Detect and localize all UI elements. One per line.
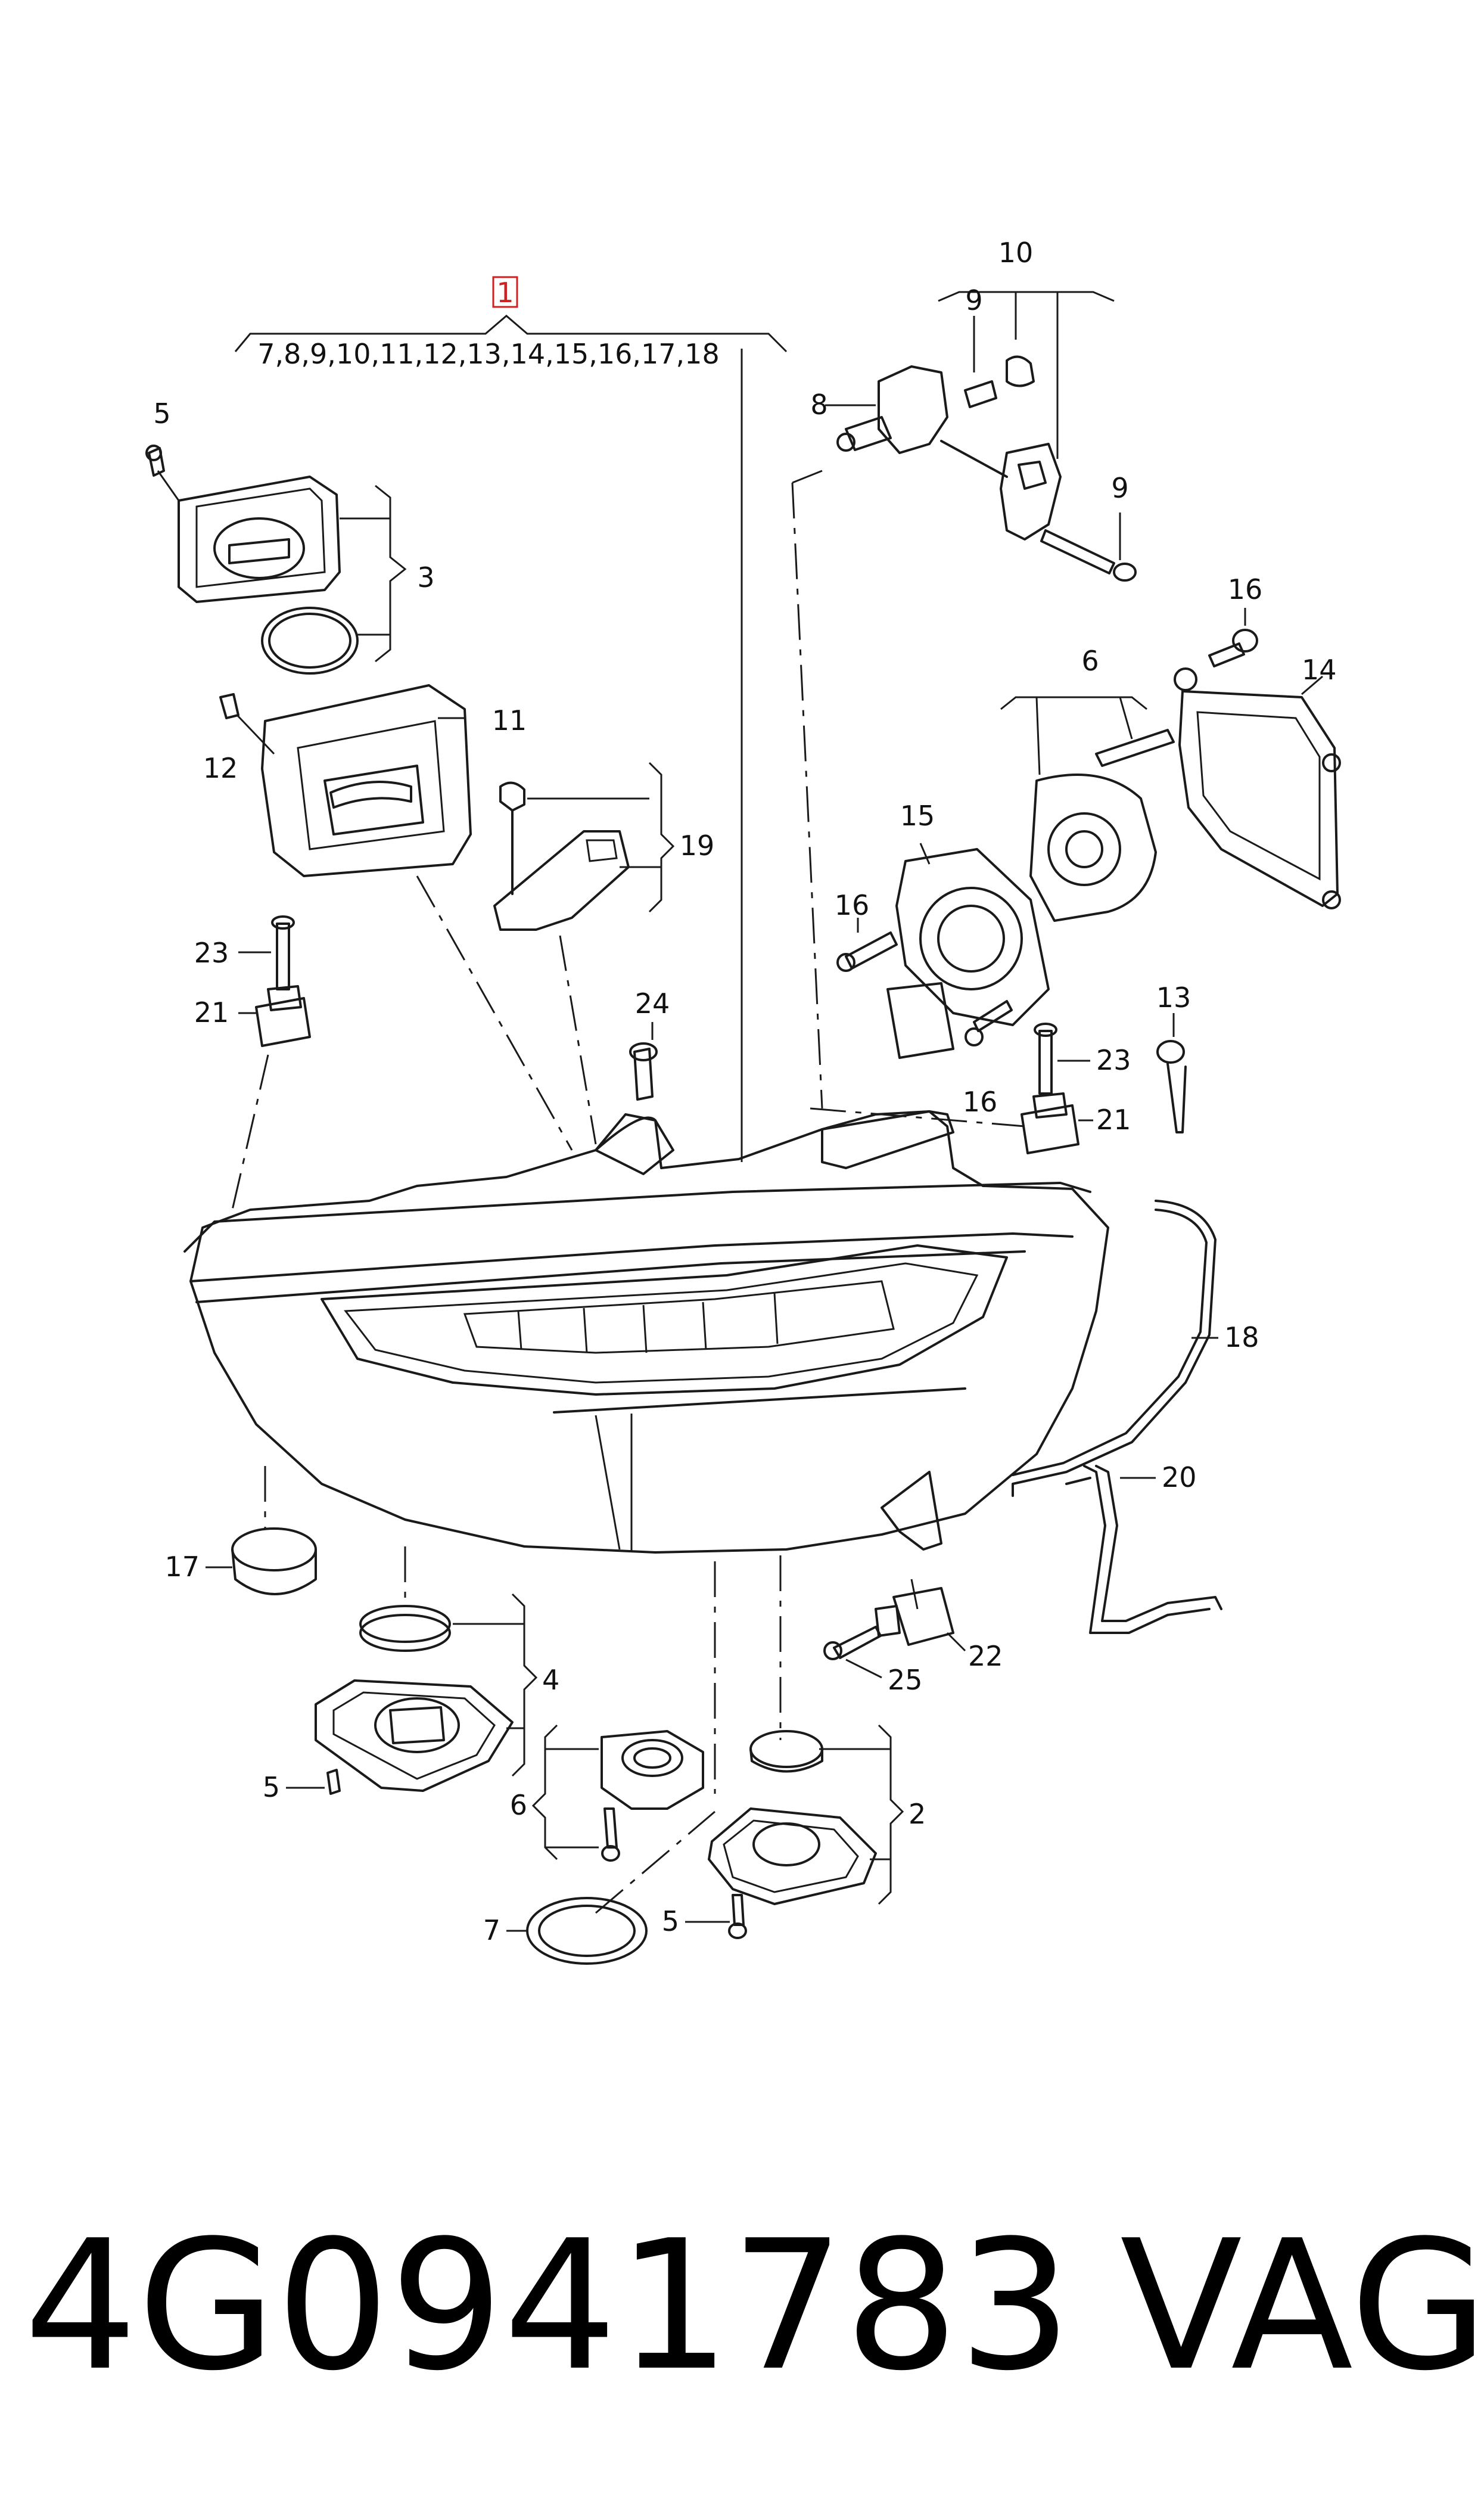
callout-3[interactable]: 3 [417,561,434,594]
callout-10[interactable]: 10 [998,237,1034,269]
callout-5[interactable]: 5 [263,1771,280,1803]
callout-6[interactable]: 6 [510,1789,527,1821]
assembly-included-parts: 7,8,9,10,11,12,13,14,15,16,17,18 [257,338,719,370]
callout-23[interactable]: 23 [194,937,229,969]
callout-16[interactable]: 16 [1228,573,1263,605]
callout-12[interactable]: 12 [203,752,238,784]
adjuster-clip-left [238,915,311,1047]
exploded-headlight-diagram: 1 7,8,9,10,11,12,13,14,15,16,17,18 [145,237,1341,1965]
callout-16[interactable]: 16 [963,1086,998,1118]
leveling-motor-group [825,291,1137,582]
callout-13[interactable]: 13 [1156,981,1191,1014]
assembly-number[interactable]: 1 [496,277,514,309]
seal-13 [1156,1013,1187,1133]
screw-24 [629,1022,658,1101]
ballast-module-4 [286,1593,538,1795]
callout-16[interactable]: 16 [835,889,870,921]
callout-8[interactable]: 8 [810,389,827,421]
callout-9[interactable]: 9 [1111,472,1128,504]
callout-23[interactable]: 23 [1096,1044,1131,1076]
callout-2[interactable]: 2 [909,1798,926,1830]
callout-21[interactable]: 21 [1096,1104,1131,1136]
callout-9[interactable]: 9 [965,284,982,316]
callout-14[interactable]: 14 [1302,654,1337,686]
adjuster-clip-right [1021,1023,1093,1154]
callout-22[interactable]: 22 [968,1640,1003,1672]
callout-21[interactable]: 21 [194,996,229,1029]
part-number: 4G0941783 [24,2202,1072,2410]
callout-24[interactable]: 24 [635,987,670,1020]
callout-5[interactable]: 5 [662,1905,679,1937]
cap-7 [506,1897,648,1965]
rear-cover-14 [1174,608,1341,909]
mounting-bracket-19 [493,762,675,931]
connector-22 [823,1587,966,1679]
callout-labels: 10 9 8 9 5 3 11 12 19 23 21 24 16 14 6 1… [153,237,1336,1946]
callout-7[interactable]: 7 [483,1914,500,1946]
callout-6[interactable]: 6 [1081,645,1099,677]
callout-4[interactable]: 4 [542,1664,559,1696]
callout-17[interactable]: 17 [164,1551,200,1583]
callout-19[interactable]: 19 [680,830,715,862]
headlight-housing [183,1110,1109,1554]
assembly-label-box [492,276,518,308]
callout-5[interactable]: 5 [153,397,170,430]
ballast-module-top [145,445,407,675]
callout-25[interactable]: 25 [888,1664,923,1696]
explosion-lines [231,470,1025,1914]
callout-18[interactable]: 18 [1224,1321,1259,1353]
actuator-body [878,365,948,454]
ballast-module-2 [685,1724,904,1939]
fan-module-6 [531,1724,704,1862]
projector-motor-group [836,696,1175,1059]
callout-11[interactable]: 11 [492,704,527,737]
motor-bracket [1000,443,1062,541]
led-housing-frame [219,684,472,877]
cap-17 [206,1527,317,1595]
assembly-bracket: 1 7,8,9,10,11,12,13,14,15,16,17,18 [234,276,788,1162]
brand-name: VAG [1120,2202,1484,2410]
seal-cable [1012,1200,1222,1634]
callout-20[interactable]: 20 [1162,1461,1197,1493]
callout-15[interactable]: 15 [900,800,935,832]
